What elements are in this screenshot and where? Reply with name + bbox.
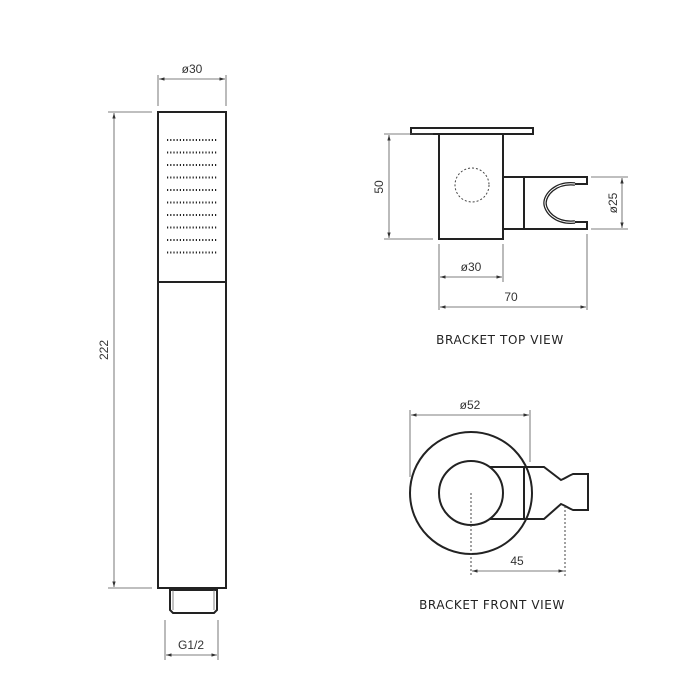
hand-shower-length-label: 222	[97, 340, 111, 360]
hand-shower-drawing: ø30 222 G1/2	[97, 62, 227, 660]
holder-profile	[524, 466, 589, 520]
holder-clip	[543, 182, 576, 224]
hand-shower-width-label: ø30	[182, 62, 203, 76]
bracket-front-view-caption: BRACKET FRONT VIEW	[419, 598, 565, 612]
holder-diameter-label: ø25	[606, 192, 620, 213]
bracket-front-view: ø52 45 BRACKET FRONT VIEW	[409, 398, 589, 612]
rosette-diameter-label: ø52	[460, 398, 481, 412]
bracket-top-view: 50 ø25 ø30 70 BRACKET TOP VIEW	[372, 127, 628, 347]
bracket-overall-width-label: 70	[504, 290, 518, 304]
bracket-base-diameter-label: ø30	[461, 260, 482, 274]
thread-size-label: G1/2	[178, 638, 204, 652]
hidden-circle	[454, 167, 490, 203]
bracket-top-view-caption: BRACKET TOP VIEW	[436, 333, 564, 347]
bracket-height-label: 50	[372, 180, 386, 194]
nozzle-pattern	[167, 139, 217, 254]
offset-label: 45	[510, 554, 524, 568]
hand-shower-body	[157, 111, 227, 589]
thread-connector	[169, 589, 218, 614]
bracket-body	[438, 133, 504, 240]
